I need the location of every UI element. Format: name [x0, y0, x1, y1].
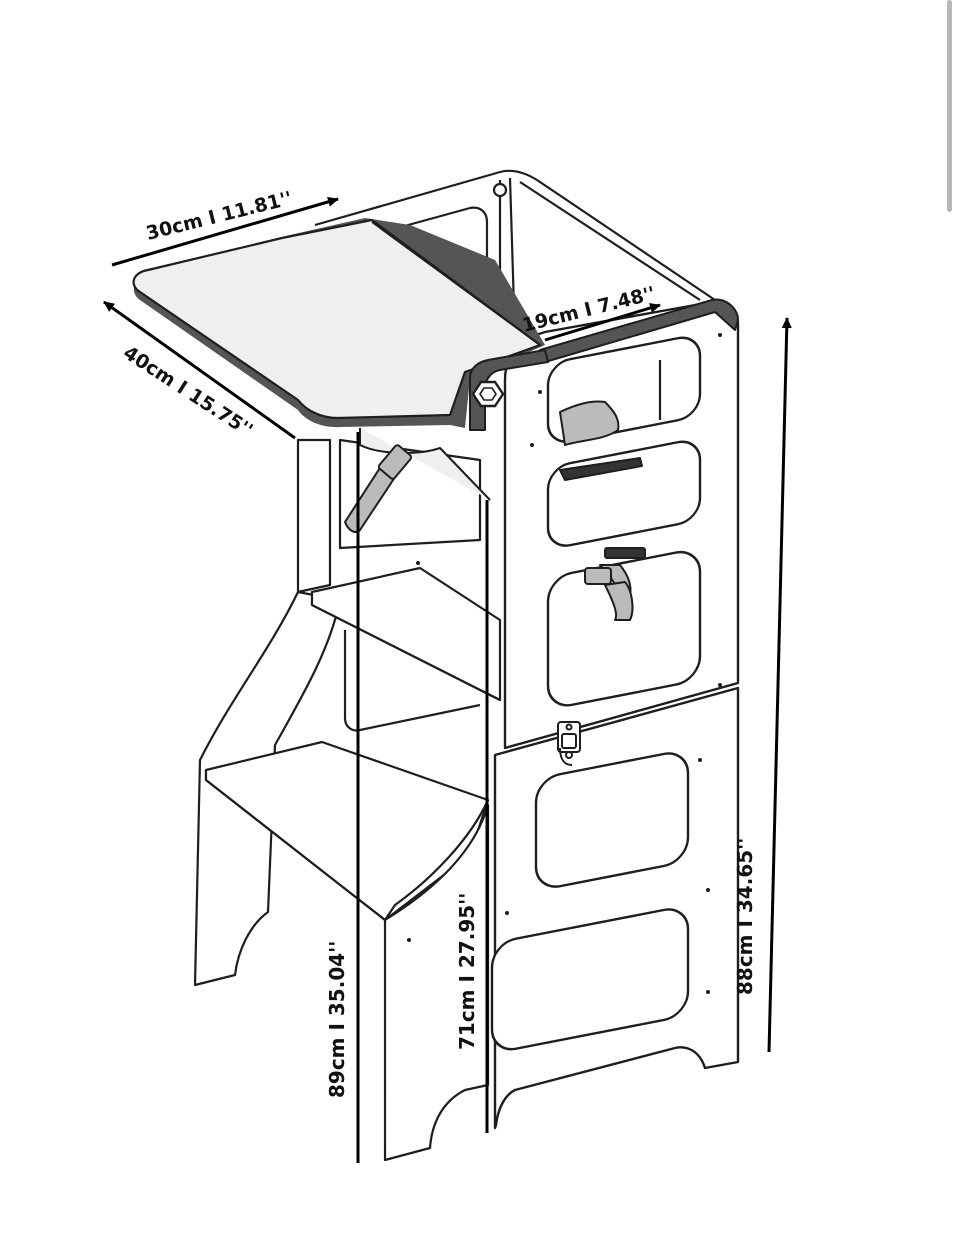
front-ladder-upper — [503, 300, 740, 750]
depth-dimension-line — [111, 197, 339, 267]
hexagon-bolt-icon — [471, 380, 505, 408]
bolt-hole — [492, 182, 508, 198]
upper-step — [310, 566, 502, 702]
width-dimension-line — [103, 300, 296, 440]
latch-hook-icon — [557, 721, 581, 766]
dimension-lines — [103, 197, 792, 1163]
table-depth-label: 30cm I 11.81'' — [144, 187, 294, 245]
scrollbar[interactable] — [947, 0, 952, 212]
inner-width-dimension-line — [544, 303, 661, 342]
seat-height-label: 71cm I 27.95'' — [455, 893, 479, 1050]
total-height-line — [767, 317, 792, 1053]
table-height-label: 89cm I 35.04'' — [325, 941, 349, 1098]
ladder-hole-4 — [534, 752, 690, 888]
ladder-hole-5 — [490, 908, 690, 1051]
front-ladder-lower — [490, 686, 740, 1130]
total-height-label: 88cm I 34.65'' — [733, 838, 757, 995]
ladder-hole-3 — [546, 550, 702, 707]
strap-buckle-icon — [344, 400, 646, 621]
screw-dots — [407, 333, 722, 994]
